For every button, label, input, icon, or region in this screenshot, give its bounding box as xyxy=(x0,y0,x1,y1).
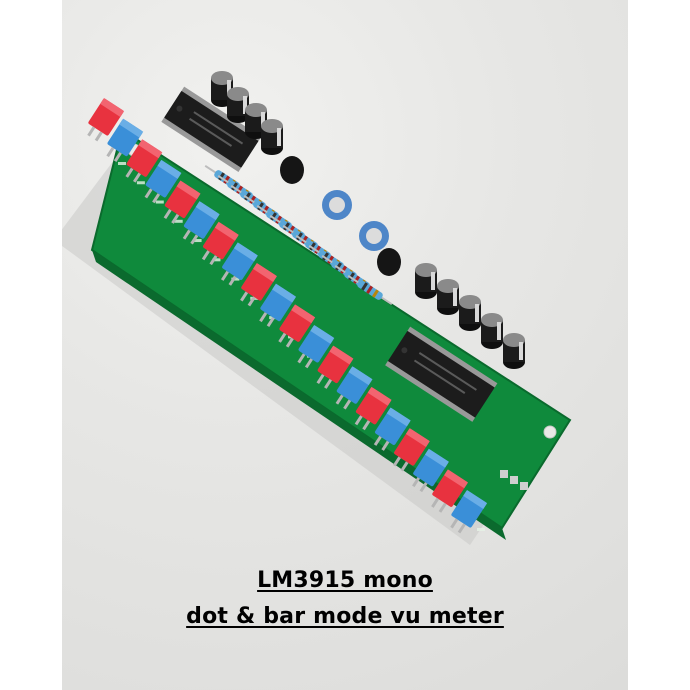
led-7 xyxy=(201,221,239,266)
trimmer-pot-2 xyxy=(359,221,389,251)
led-9 xyxy=(240,263,277,307)
led-8 xyxy=(220,242,258,286)
electrolytic-capacitor xyxy=(415,263,437,299)
caption-subtitle: dot & bar mode vu meter xyxy=(186,604,504,629)
header-pins xyxy=(500,470,528,490)
led-11 xyxy=(278,304,316,348)
led-12 xyxy=(297,324,335,369)
led-6 xyxy=(182,201,220,245)
caption-title: LM3915 mono xyxy=(257,568,433,593)
silk-mark xyxy=(118,162,126,165)
led-row xyxy=(87,98,488,534)
transistor-1 xyxy=(280,156,304,184)
silk-mark xyxy=(477,528,485,531)
led-4 xyxy=(144,159,182,204)
led-14 xyxy=(335,366,373,410)
led-2 xyxy=(106,118,144,162)
led-5 xyxy=(163,180,201,224)
mount-hole-2 xyxy=(543,425,557,439)
led-20 xyxy=(450,490,488,534)
ic-chip-2 xyxy=(385,326,498,422)
transistor-2 xyxy=(377,248,401,276)
capacitors xyxy=(211,71,525,369)
pcb-illustration xyxy=(62,71,572,545)
led-15 xyxy=(354,386,392,431)
electrolytic-capacitor xyxy=(481,313,503,349)
silk-mark xyxy=(193,239,202,243)
electrolytic-capacitor xyxy=(227,87,249,123)
trimmer-pot-1 xyxy=(322,190,352,220)
led-19 xyxy=(431,469,469,513)
ic-chip-1 xyxy=(161,86,262,172)
silk-mark xyxy=(212,258,221,262)
product-photo xyxy=(62,0,628,690)
electrolytic-capacitor xyxy=(437,279,459,315)
electrolytic-capacitor xyxy=(459,295,481,331)
silk-mark xyxy=(136,181,145,185)
electrolytic-capacitor xyxy=(261,119,283,155)
led-10 xyxy=(259,283,297,328)
silk-mark xyxy=(155,200,164,204)
led-17 xyxy=(392,428,430,472)
silk-mark xyxy=(174,219,183,223)
led-18 xyxy=(412,448,449,493)
led-1 xyxy=(87,98,125,142)
resistor-ladder xyxy=(204,165,393,305)
electrolytic-capacitor xyxy=(503,333,525,369)
led-16 xyxy=(373,407,411,451)
led-3 xyxy=(125,139,163,183)
resistor xyxy=(347,275,393,305)
led-13 xyxy=(316,345,354,389)
